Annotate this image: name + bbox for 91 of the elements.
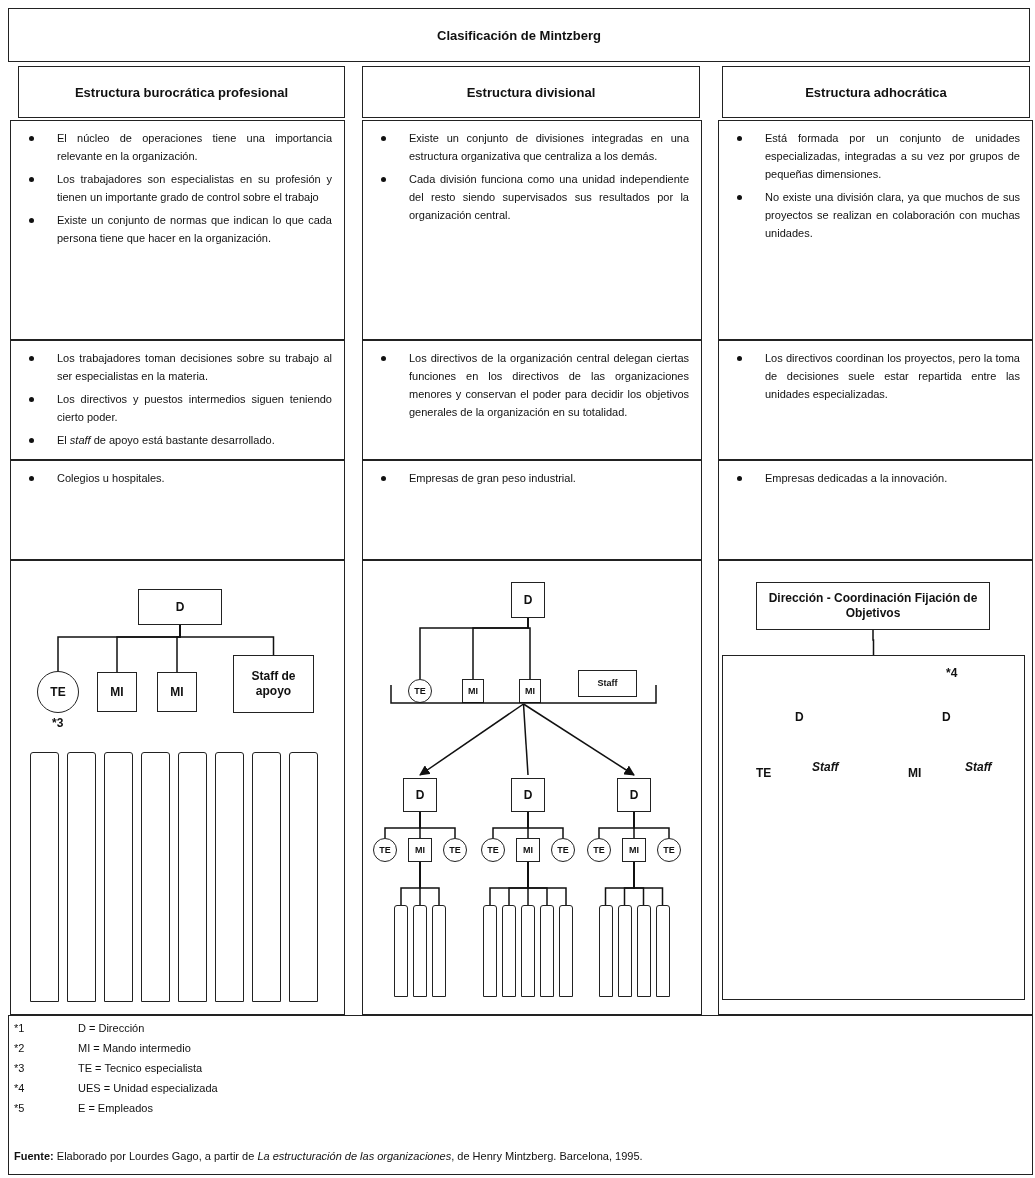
source-note: Fuente: Elaborado por Lourdes Gago, a partir de La estructuración de las organizaciones, de Henry Mintzberg. Barcelona, 1995. bbox=[14, 1150, 643, 1162]
org-box: MI bbox=[462, 679, 484, 703]
org-label: Staff bbox=[965, 760, 992, 774]
table-cell bbox=[718, 120, 1033, 340]
org-box: Staff de apoyo bbox=[233, 655, 314, 713]
footnote-text: TE = Tecnico especialista bbox=[78, 1062, 203, 1074]
org-box: MI bbox=[516, 838, 540, 862]
table-cell bbox=[10, 340, 345, 460]
unit-bar bbox=[413, 905, 427, 997]
footnote-text: D = Dirección bbox=[78, 1022, 145, 1034]
unit-bar bbox=[289, 752, 318, 1002]
bullet-text: Cada división funciona como una unidad independiente del resto siendo supervisados sus resultados por la organización central. bbox=[375, 170, 689, 224]
org-box: Dirección - Coordinación Fijación de Objetivos bbox=[756, 582, 990, 630]
unit-bar bbox=[521, 905, 535, 997]
unit-bar bbox=[215, 752, 244, 1002]
org-box: MI bbox=[97, 672, 137, 712]
unit-bar bbox=[141, 752, 170, 1002]
bullet-text: Los trabajadores son especialistas en su profesión y tienen un importante grado de control sobre el trabajo bbox=[23, 170, 332, 206]
table-cell bbox=[10, 460, 345, 560]
column-header: Estructura divisional bbox=[362, 66, 700, 118]
unit-bar bbox=[502, 905, 516, 997]
bullet-text: Los directivos y puestos intermedios siguen teniendo cierto poder. bbox=[23, 390, 332, 426]
unit-bar bbox=[394, 905, 408, 997]
arrow bbox=[522, 703, 635, 776]
org-label: TE bbox=[756, 766, 772, 780]
unit-bar bbox=[252, 752, 281, 1002]
org-box: MI bbox=[622, 838, 646, 862]
bullet-text: Los directivos coordinan los proyectos, pero la toma de decisiones suele estar repartida entre las unidades especializadas. bbox=[731, 349, 1020, 403]
bullet-text: No existe una división clara, ya que muchos de sus proyectos se realizan en colaboración con muchas unidades. bbox=[731, 188, 1020, 242]
unit-box bbox=[722, 655, 1025, 1000]
connector-line bbox=[633, 811, 670, 839]
org-label: D bbox=[795, 710, 804, 724]
footnote-marker: *4 bbox=[946, 666, 958, 680]
connector-line bbox=[872, 629, 875, 656]
footnote-marker: *3 bbox=[52, 716, 64, 730]
footnote-marker: *4 bbox=[14, 1082, 25, 1094]
footnote-text: MI = Mando intermedio bbox=[78, 1042, 191, 1054]
unit-bar bbox=[559, 905, 573, 997]
bullet-text: Empresas de gran peso industrial. bbox=[375, 469, 689, 487]
org-box: MI bbox=[408, 838, 432, 862]
footnote-text: E = Empleados bbox=[78, 1102, 153, 1114]
bullet-text: Los directivos de la organización central delegan ciertas funciones en los directivos de las organizaciones menores y conservan el poder para decidir los objetivos generales de la organización en su totalidad. bbox=[375, 349, 689, 421]
bullet-text: Colegios u hospitales. bbox=[23, 469, 332, 487]
org-box: D bbox=[511, 582, 545, 618]
bullet-text: Está formada por un conjunto de unidades especializadas, integradas a su vez por grupos de pequeñas dimensiones. bbox=[731, 129, 1020, 183]
footnote-marker: *3 bbox=[14, 1062, 25, 1074]
table-cell bbox=[10, 120, 345, 340]
bullet-text: Existe un conjunto de divisiones integradas en una estructura organizativa que centraliza a los demás. bbox=[375, 129, 689, 165]
footnote-marker: *5 bbox=[14, 1102, 25, 1114]
footnote-text: UES = Unidad especializada bbox=[78, 1082, 218, 1094]
unit-bar bbox=[104, 752, 133, 1002]
bullet-text: El núcleo de operaciones tiene una importancia relevante en la organización. bbox=[23, 129, 332, 165]
bullet-text: Existe un conjunto de normas que indican lo que cada persona tiene que hacer en la organización. bbox=[23, 211, 332, 247]
org-label: D bbox=[942, 710, 951, 724]
unit-bar bbox=[432, 905, 446, 997]
org-box: D bbox=[403, 778, 437, 812]
bullet-text: Los trabajadores toman decisiones sobre su trabajo al ser especialistas en la materia. bbox=[23, 349, 332, 385]
org-label: Staff bbox=[812, 760, 839, 774]
unit-bar bbox=[483, 905, 497, 997]
bracket bbox=[390, 684, 657, 704]
org-box: MI bbox=[157, 672, 197, 712]
connector-line bbox=[522, 703, 529, 776]
bullet-text: El staff de apoyo está bastante desarrollado. bbox=[23, 431, 332, 449]
column-header: Estructura adhocrática bbox=[722, 66, 1030, 118]
unit-bar bbox=[67, 752, 96, 1002]
unit-bar bbox=[30, 752, 59, 1002]
diagram-title: Clasificación de Mintzberg bbox=[8, 8, 1030, 62]
unit-bar bbox=[540, 905, 554, 997]
table-cell bbox=[362, 120, 702, 340]
footnote-marker: *2 bbox=[14, 1042, 25, 1054]
table-cell bbox=[718, 460, 1033, 560]
table-cell bbox=[718, 340, 1033, 460]
connector-line bbox=[419, 861, 440, 906]
connector-line bbox=[527, 617, 531, 680]
unit-bar bbox=[178, 752, 207, 1002]
org-box: D bbox=[617, 778, 651, 812]
org-box: D bbox=[511, 778, 545, 812]
footnote-marker: *1 bbox=[14, 1022, 25, 1034]
connector-line bbox=[527, 861, 567, 906]
connector-line bbox=[419, 811, 456, 839]
table-cell bbox=[362, 460, 702, 560]
table-cell bbox=[362, 340, 702, 460]
org-box: MI bbox=[519, 679, 541, 703]
org-label: MI bbox=[908, 766, 922, 780]
bullet-text: Empresas dedicadas a la innovación. bbox=[731, 469, 1020, 487]
connector-line bbox=[527, 811, 564, 839]
connector-line bbox=[179, 624, 275, 656]
org-box: Staff bbox=[578, 670, 637, 697]
org-box: D bbox=[138, 589, 222, 625]
column-header: Estructura burocrática profesional bbox=[18, 66, 345, 118]
arrow bbox=[419, 703, 525, 776]
